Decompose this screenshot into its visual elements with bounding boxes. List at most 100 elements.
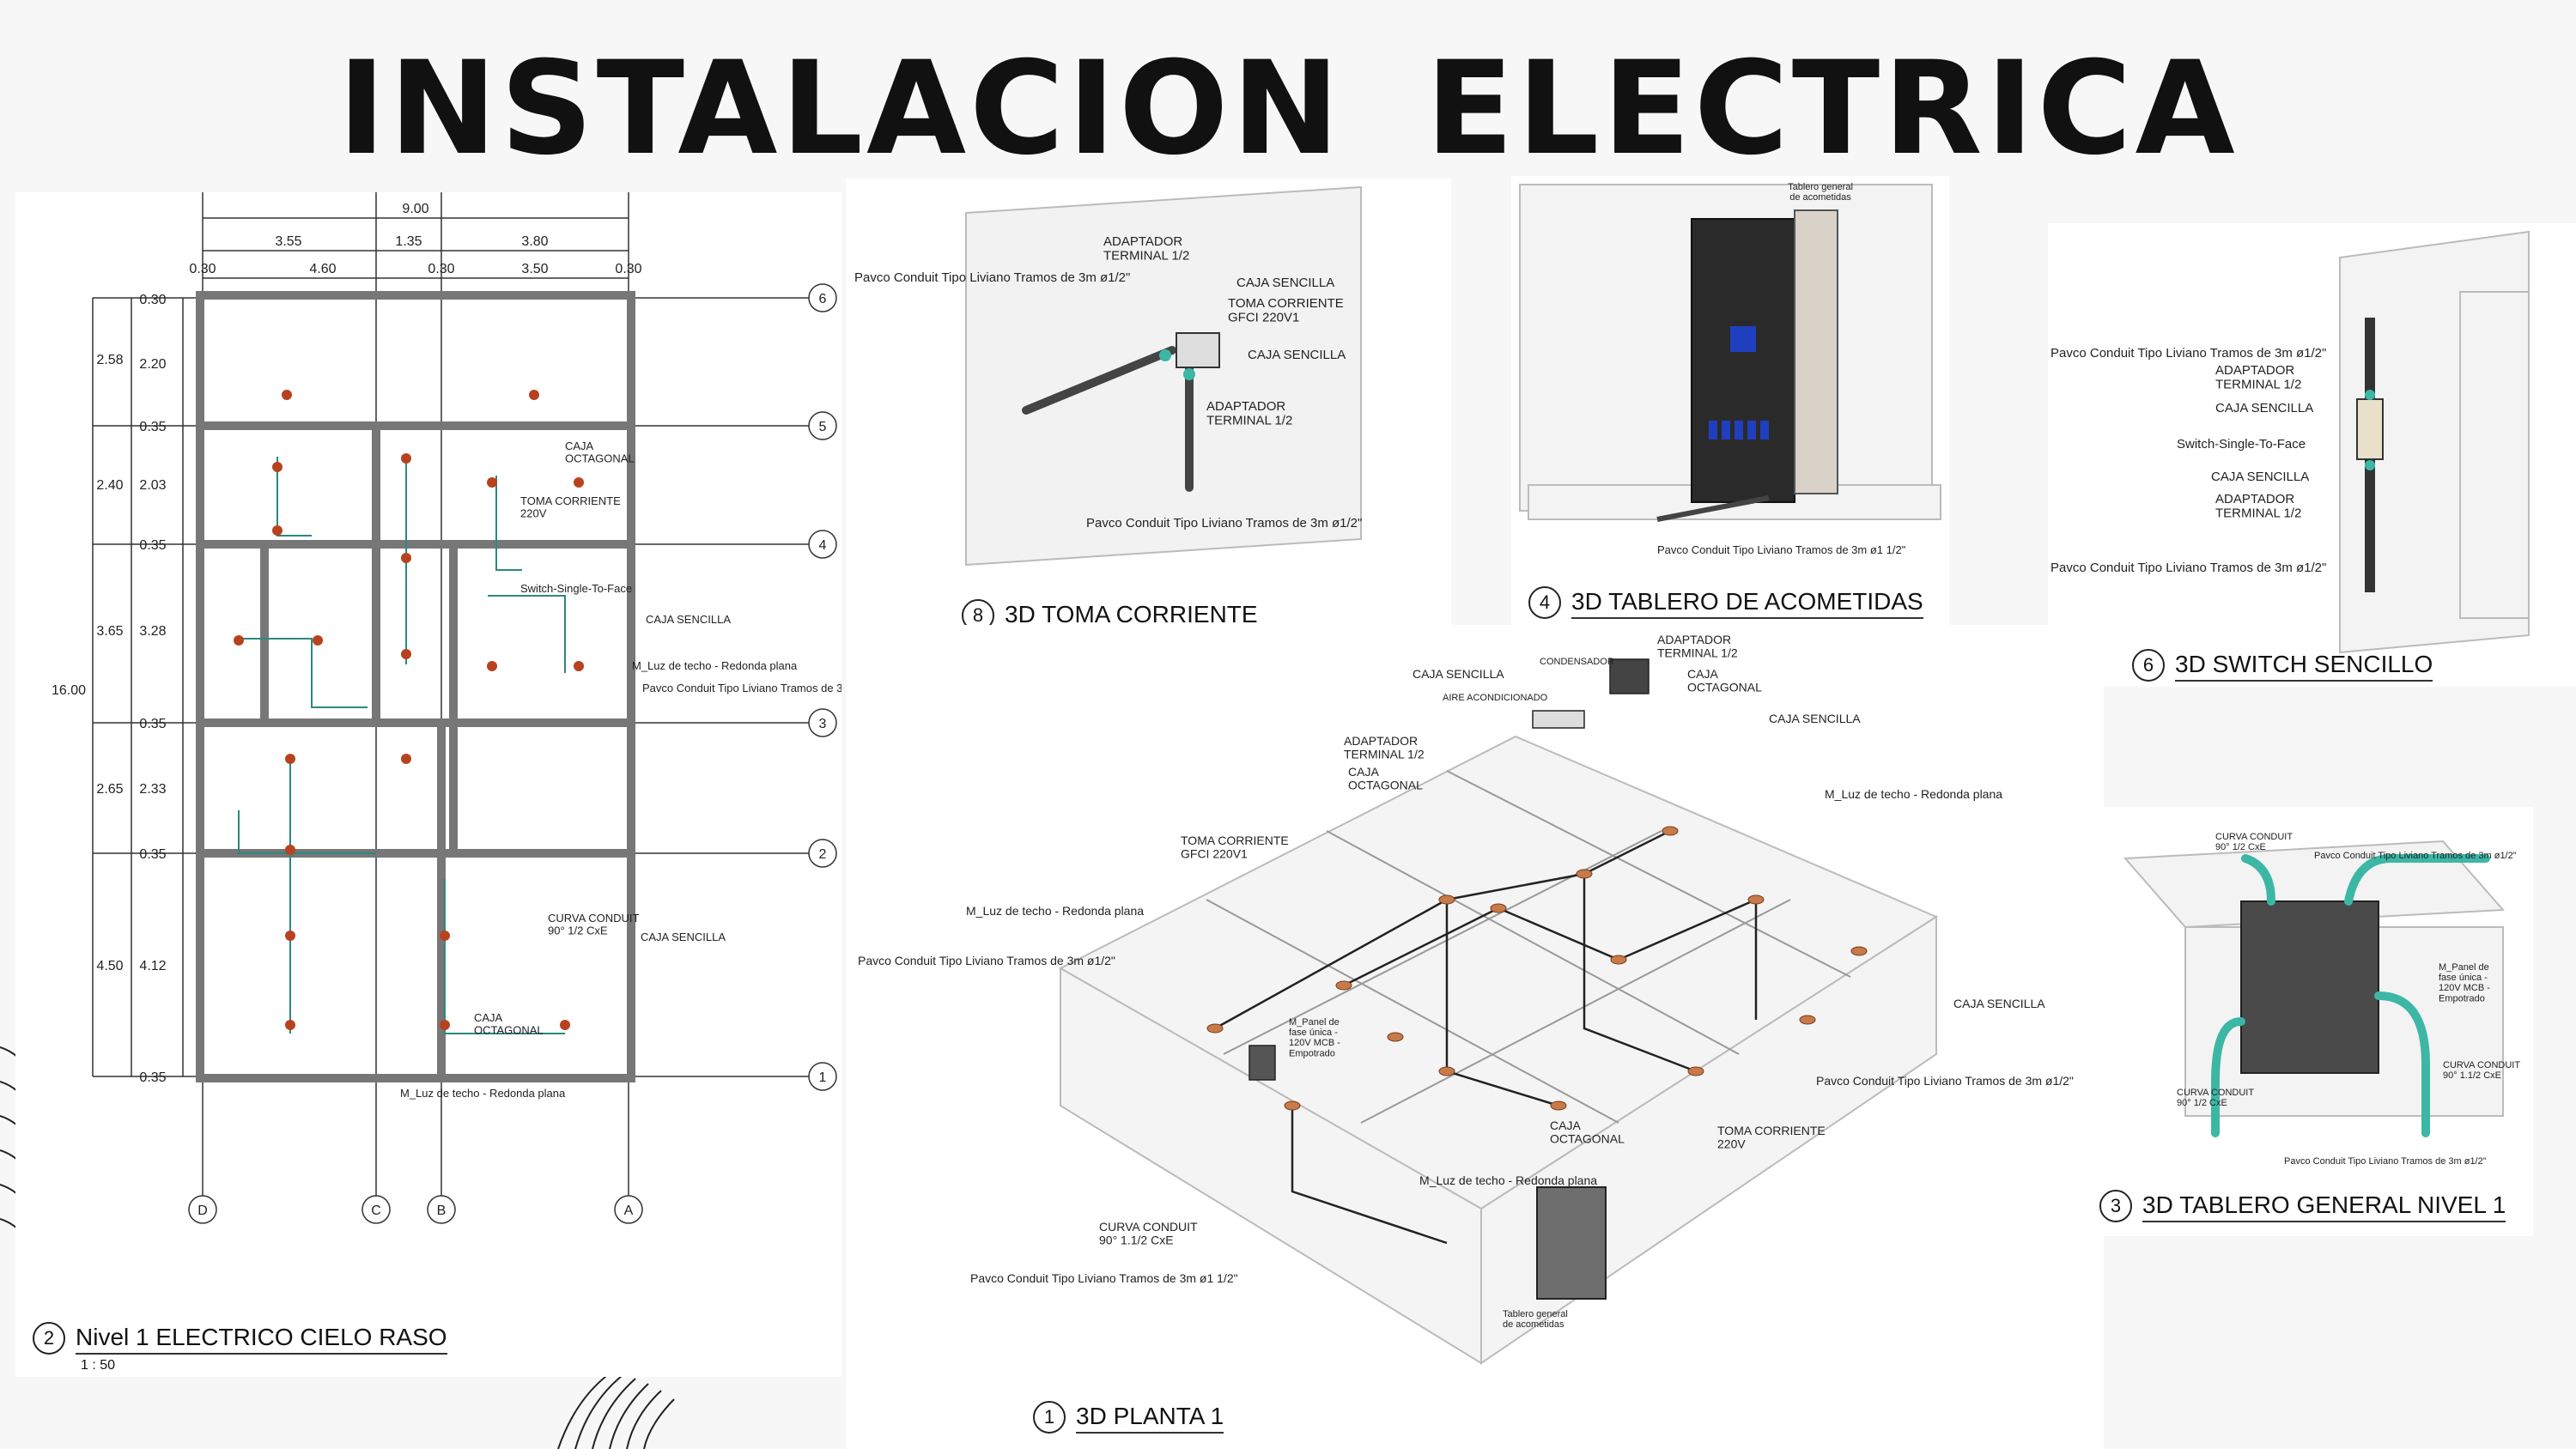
planta-drawing: CAJA SENCILLA CONDENSADOR AIRE ACONDICIO… (858, 633, 2074, 1365)
grid-row-label: 2 (819, 847, 827, 862)
label-pavco: Pavco Conduit Tipo Liviano Tramos de 3m … (1657, 543, 1906, 556)
label-aire-acondicionado: AIRE ACONDICIONADO (1443, 693, 1548, 703)
grid-col-label: B (437, 1203, 447, 1218)
label-caja-sencilla: CAJA SENCILLA (1248, 348, 1346, 362)
dim-label: 2.03 (139, 478, 166, 493)
dim-label: 0.35 (139, 538, 166, 553)
switch-box (2356, 398, 2384, 460)
label-pavco: Pavco Conduit Tipo Liviano Tramos de 3m … (2050, 561, 2326, 575)
label-caja-sencilla: CAJA SENCILLA (641, 931, 726, 943)
dim-label: 0.30 (189, 262, 216, 276)
grid-row-label: 1 (819, 1070, 827, 1085)
label-switch: Switch-Single-To-Face (2177, 437, 2306, 452)
label-pavco: Pavco Conduit Tipo Liviano Tramos de 3m … (1086, 516, 1362, 530)
dim-total-height: 16.00 (52, 683, 86, 698)
dim-label: 4.12 (139, 959, 166, 973)
label-pavco: Pavco Conduit Tipo Liviano Tramos de 3m … (2314, 851, 2517, 861)
caption-title: 3D TOMA CORRIENTE (1005, 601, 1258, 632)
dim-label: 0.30 (139, 293, 166, 307)
caption-title: 3D TABLERO GENERAL NIVEL 1 (2142, 1191, 2506, 1222)
caption-number: 4 (1528, 586, 1561, 619)
label-luz-techo: M_Luz de techo - Redonda plana (1825, 787, 2002, 801)
plan-caption: 2 Nivel 1 ELECTRICO CIELO RASO 1 : 50 (33, 1322, 447, 1373)
label-caja-sencilla: CAJA SENCILLA (1953, 997, 2045, 1010)
caption-number: 6 (2132, 649, 2165, 682)
dim-label: 0.35 (139, 1070, 166, 1085)
planta-panel: CAJA SENCILLA CONDENSADOR AIRE ACONDICIO… (846, 625, 2104, 1449)
dim-label: 0.30 (615, 262, 641, 276)
caption-number: 2 (33, 1322, 65, 1355)
label-condensador: CONDENSADOR (1540, 657, 1614, 667)
caption-title: 3D PLANTA 1 (1076, 1403, 1224, 1434)
aire-acondicionado-unit (1532, 710, 1585, 729)
floor-plan-drawing: 6 5 4 3 2 1 D C B A 9.00 3.55 1.35 3.80 … (52, 192, 841, 1224)
label-pavco: Pavco Conduit Tipo Liviano Tramos de 3m … (858, 954, 1115, 967)
tablero-acometidas-caption: 4 3D TABLERO DE ACOMETIDAS (1528, 586, 1923, 619)
condensador-unit (1609, 658, 1649, 694)
ceiling-lights (234, 390, 584, 1030)
caption-title: 3D TABLERO DE ACOMETIDAS (1571, 588, 1923, 619)
label-caja-sencilla: CAJA SENCILLA (646, 613, 731, 626)
conduit-network (1214, 829, 1758, 1245)
label-caja-sencilla: CAJA SENCILLA (2211, 470, 2309, 484)
dim-label: 3.80 (521, 234, 548, 249)
caption-scale: 1 : 50 (81, 1358, 116, 1373)
dim-label: 3.55 (275, 234, 301, 249)
dim-label: 4.60 (309, 262, 336, 276)
label-luz-techo: M_Luz de techo - Redonda plana (632, 659, 798, 672)
grid-row-label: 5 (819, 420, 827, 434)
label-caja-sencilla: CAJA SENCILLA (1769, 712, 1861, 725)
ceiling-lights-3d (1206, 826, 1868, 1111)
label-caja-sencilla: CAJA SENCILLA (1413, 667, 1504, 681)
caption-title: 3D SWITCH SENCILLO (2175, 651, 2433, 682)
switch-drawing: Pavco Conduit Tipo Liviano Tramos de 3m … (2050, 230, 2530, 654)
dim-label: 0.35 (139, 420, 166, 434)
page-title: INSTALACION ELECTRICA (337, 34, 2239, 184)
dim-label: 2.65 (96, 782, 123, 797)
dim-label: 0.30 (428, 262, 454, 276)
dim-label: 2.58 (96, 353, 123, 367)
dim-label: 2.40 (96, 478, 123, 493)
grid-row-label: 4 (819, 538, 827, 553)
label-luz-techo: M_Luz de techo - Redonda plana (1419, 1173, 1597, 1187)
grid-col-label: A (624, 1203, 634, 1218)
label-pavco: Pavco Conduit Tipo Liviano Tramos de 3m … (2050, 346, 2326, 361)
label-caja-sencilla: CAJA SENCILLA (2215, 401, 2313, 415)
panel-box (2240, 900, 2379, 1074)
plan-panel: 6 5 4 3 2 1 D C B A 9.00 3.55 1.35 3.80 … (15, 192, 841, 1377)
grid-col-label: C (371, 1203, 381, 1218)
grid-row-label: 6 (819, 292, 827, 306)
switch-panel: Pavco Conduit Tipo Liviano Tramos de 3m … (2048, 223, 2576, 687)
dim-label: 4.50 (96, 959, 123, 973)
caption-number: 1 (1033, 1401, 1066, 1434)
decorative-arcs-bottom (557, 1373, 675, 1449)
dim-label: 3.65 (96, 624, 123, 639)
grid-row-label: 3 (819, 717, 827, 731)
planta-caption: 1 3D PLANTA 1 (1033, 1401, 1224, 1434)
dim-label: 1.35 (395, 234, 422, 249)
grid-col-label: D (197, 1203, 208, 1218)
outlet-box (1176, 332, 1220, 368)
label-pavco: Pavco Conduit Tipo Liviano Tramos de 3m (642, 682, 841, 694)
label-pavco: Pavco Conduit Tipo Liviano Tramos de 3m … (854, 270, 1130, 285)
